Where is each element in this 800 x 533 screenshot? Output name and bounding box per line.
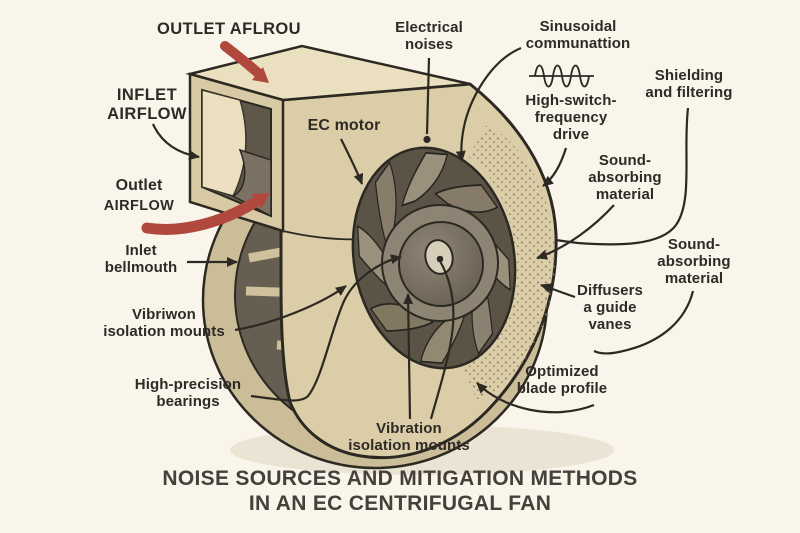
- airflow-arrow-top: [220, 41, 269, 83]
- label-line: AIRFLOW: [107, 105, 187, 123]
- label-line: material: [664, 270, 724, 287]
- leader-vibration-mounts-b: [429, 260, 455, 420]
- leader-diffusers: [540, 283, 576, 299]
- duct-bellmouth-funnel: [201, 89, 247, 197]
- label-line: blade profile: [516, 380, 608, 397]
- label-vibration-isolation-mounts: Vibration isolation mounts: [348, 420, 470, 454]
- label-outlet-airflow-left: Outlet AIRFLOW: [104, 176, 174, 216]
- label-line: isolation mounts: [348, 437, 470, 454]
- label-line: AIRFLOW: [103, 198, 175, 214]
- label-line: isolation mounts: [103, 323, 225, 340]
- label-line: Sound-: [598, 152, 652, 169]
- label-line: Inlet: [125, 242, 157, 259]
- label-line: Shielding: [654, 67, 724, 84]
- leader-sound-absorbing-2: [593, 290, 695, 355]
- label-line: absorbing: [657, 253, 731, 270]
- label-line: drive: [552, 126, 590, 143]
- label-high-precision-bearings: High-precision bearings: [135, 376, 241, 410]
- label-line: OUTLET AFLROU: [157, 20, 301, 38]
- leader-sinusoidal: [455, 46, 522, 162]
- impeller-blade: [401, 151, 449, 207]
- label-line: Diffusers: [577, 282, 643, 299]
- leader-bearings: [250, 254, 402, 402]
- label-electrical-noises: Electrical noises: [395, 19, 463, 53]
- label-line: communattion: [525, 35, 631, 52]
- title-line-2: IN AN EC CENTRIFUGAL FAN: [248, 492, 552, 515]
- impeller-blade: [374, 160, 397, 250]
- leader-inflet-airflow: [151, 123, 200, 161]
- leader-optimized-blade: [476, 382, 595, 414]
- label-line: a guide: [583, 299, 637, 316]
- leader-vibriwon-mounts: [234, 285, 347, 332]
- sine-wave-icon: [529, 64, 594, 88]
- leader-electrical-endpoint-dot: [423, 135, 431, 144]
- label-line: bellmouth: [104, 259, 178, 276]
- label-line: High-switch-: [525, 92, 617, 109]
- label-inlet-bellmouth: Inlet bellmouth: [105, 242, 178, 276]
- label-line: Vibration: [376, 420, 442, 437]
- leader-high-switch-drive: [542, 147, 568, 187]
- impeller-blade: [419, 309, 467, 365]
- label-line: Electrical: [395, 19, 463, 36]
- label-line: Sound-: [667, 236, 721, 253]
- label-line: Outlet: [115, 177, 163, 194]
- label-shielding-and-filtering: Shielding and filtering: [645, 67, 732, 101]
- leader-vibration-mounts-a: [403, 293, 414, 420]
- label-line: High-precision: [134, 376, 242, 393]
- label-line: and filtering: [645, 84, 733, 101]
- airflow-arrow-left: [141, 193, 270, 235]
- label-line: Vibriwon: [132, 306, 196, 323]
- title-line-1: NOISE SOURCES AND MITIGATION METHODS: [162, 467, 638, 490]
- label-line: vanes: [588, 316, 632, 333]
- label-line: bearings: [156, 393, 220, 410]
- label-line: Optimized: [525, 363, 599, 380]
- leader-lines: [151, 46, 695, 420]
- sound-absorbing-stipple: [461, 124, 556, 401]
- label-line: frequency: [534, 109, 608, 126]
- label-diffusers-guide-vanes: Diffusers a guide vanes: [577, 282, 643, 333]
- label-line: Sinusoidal: [539, 18, 617, 35]
- leader-ec-motor: [340, 138, 364, 185]
- leader-sound-absorbing-1: [536, 204, 615, 260]
- label-inlet-airflow: INFLET AIRFLOW: [107, 86, 187, 124]
- label-sound-absorbing-material-2: Sound- absorbing material: [657, 236, 730, 287]
- label-line: noises: [404, 36, 454, 53]
- label-sinusoidal-commutation: Sinusoidal communattion: [526, 18, 631, 52]
- label-line: absorbing: [588, 169, 662, 186]
- label-vibriwon-isolation-mounts: Vibriwon isolation mounts: [103, 306, 225, 340]
- label-line: material: [595, 186, 655, 203]
- label-optimized-blade-profile: Optimized blade profile: [517, 363, 607, 397]
- leader-electrical-noises: [425, 57, 431, 135]
- label-line: EC motor: [307, 117, 381, 134]
- label-ec-motor: EC motor: [308, 117, 381, 134]
- hub-center-dot: [436, 255, 444, 263]
- label-outlet-airflow-top: OUTLET AFLROU: [157, 20, 301, 39]
- label-sound-absorbing-material-1: Sound- absorbing material: [588, 152, 661, 203]
- label-high-switch-frequency-drive: High-switch- frequency drive: [525, 92, 616, 143]
- label-line: INFLET: [116, 86, 178, 104]
- diagram-title: NOISE SOURCES AND MITIGATION METHODS IN …: [0, 466, 800, 516]
